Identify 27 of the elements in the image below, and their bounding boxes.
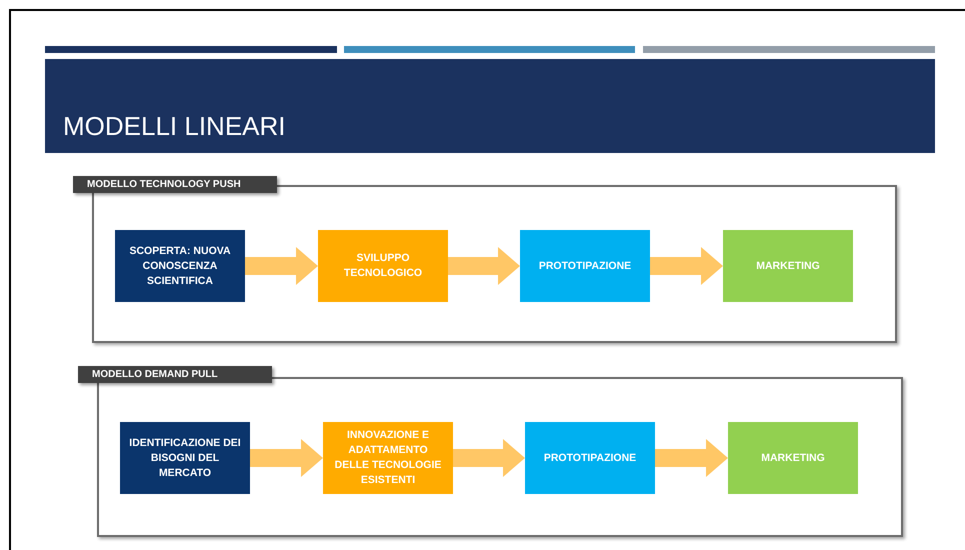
process-box: [723, 230, 853, 302]
block-arrow: [650, 247, 723, 285]
process-box: [525, 422, 655, 494]
process-box: [115, 230, 245, 302]
box-label: IDENTIFICAZIONE DEI BISOGNI DEL MERCATO: [128, 436, 242, 480]
box-label: MARKETING: [756, 258, 820, 274]
process-box: [728, 422, 858, 494]
slide-title: MODELLI LINEARI: [63, 111, 286, 141]
model-panel: [78, 366, 903, 537]
block-arrow: [250, 439, 323, 477]
panel-tab: MODELLO DEMAND PULL: [78, 366, 272, 383]
box-label: SVILUPPO TECNOLOGICO: [342, 251, 424, 281]
box-label: SCOPERTA: NUOVA CONOSCENZA SCIENTIFICA: [128, 244, 232, 288]
box-label: INNOVAZIONE E ADATTAMENTO DELLE TECNOLOGIE ESISTENTI: [334, 428, 442, 488]
process-box: [323, 422, 453, 494]
block-arrow: [245, 247, 318, 285]
process-box: [120, 422, 250, 494]
block-arrow: [655, 439, 728, 477]
box-label: MARKETING: [761, 450, 825, 466]
model-panel: [73, 176, 897, 343]
process-box: [520, 230, 650, 302]
box-label: PROTOTIPAZIONE: [544, 450, 636, 466]
block-arrow: [448, 247, 520, 285]
box-label: PROTOTIPAZIONE: [538, 258, 632, 274]
panel-tab: MODELLO TECHNOLOGY PUSH: [73, 176, 277, 193]
block-arrow: [453, 439, 525, 477]
process-box: [318, 230, 448, 302]
